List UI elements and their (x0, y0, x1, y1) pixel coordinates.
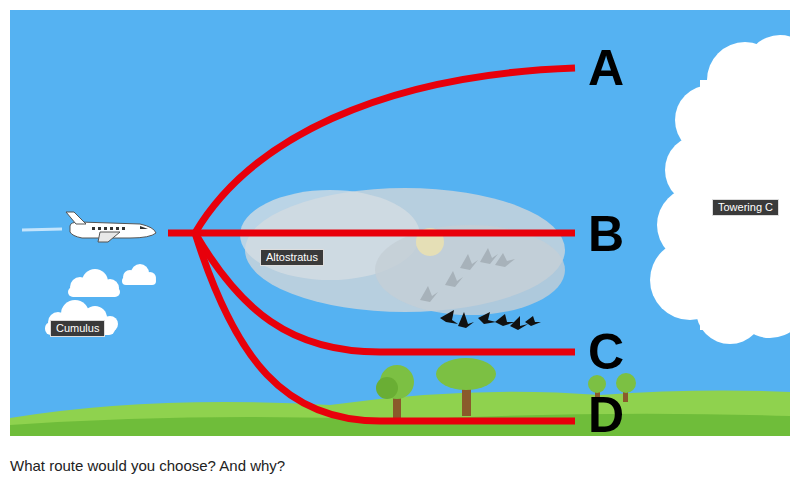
route-letter: B (588, 209, 624, 259)
altostratus-cloud (240, 188, 565, 315)
birds (420, 248, 541, 330)
airplane (22, 212, 156, 242)
cloud-label: Cumulus (50, 320, 105, 337)
route-lines (168, 68, 575, 421)
cloud-label: Altostratus (260, 249, 324, 266)
question-caption: What route would you choose? And why? (10, 457, 285, 475)
sky (10, 10, 790, 436)
route-letter: A (588, 43, 624, 93)
route-letter: D (588, 390, 624, 440)
route-letter: C (588, 327, 624, 377)
towering-cloud (650, 35, 790, 344)
cloud-label: Towering C (712, 199, 779, 216)
